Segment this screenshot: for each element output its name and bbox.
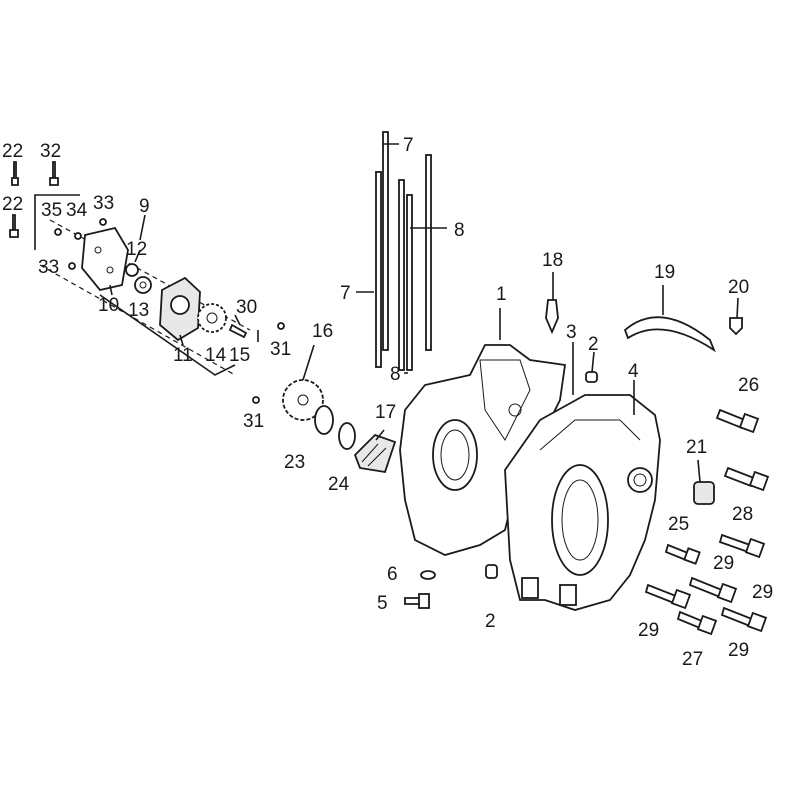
callout-31-upper: 31 [270,339,291,360]
bolt-22-upper [11,161,19,186]
bolt-29-d [720,606,754,628]
callout-20: 20 [728,277,749,298]
callout-16: 16 [312,321,333,342]
callout-1: 1 [496,284,507,305]
callout-7-upper: 7 [403,135,414,156]
callout-15: 15 [229,345,250,366]
stud-bolts [375,131,432,371]
callout-18: 18 [542,250,563,271]
sensor-18 [545,299,559,335]
stud-8-center [398,179,405,371]
callout-2-lower: 2 [485,611,496,632]
callout-29-d: 29 [728,640,749,661]
callout-4: 4 [628,361,639,382]
bolt-5 [404,597,421,605]
callout-11: 11 [173,345,193,366]
oil-seal-23 [314,405,334,435]
pump-rotor [134,276,152,294]
sprocket-and-seals [282,379,397,474]
bolt-15 [228,323,248,339]
stud-mid [406,194,413,371]
callout-12: 12 [126,239,147,260]
callout-10: 10 [98,295,119,316]
callout-23: 23 [284,452,305,473]
callout-22-lower: 22 [2,194,23,215]
clip-20 [729,317,743,336]
dowel-2-lower [485,564,498,579]
callout-labels: 1 2 2 3 4 5 6 7 7 8 8 9 10 11 12 13 14 1… [2,135,773,670]
callout-8-right: 8 [454,220,465,241]
pin-33-lower [68,262,76,270]
callout-14: 14 [205,345,227,366]
bolt-29-b [688,576,724,599]
stud-7-short [375,171,382,368]
callout-27: 27 [682,649,703,670]
pin-31-upper [277,322,285,330]
callout-19: 19 [654,262,675,283]
callout-21: 21 [686,437,707,458]
pin-35 [54,228,62,236]
bolt-32 [49,161,59,186]
leader-lines [13,143,739,483]
washer-12 [125,263,139,277]
pump-sprocket [197,303,227,333]
callout-26: 26 [738,375,759,396]
callout-6: 6 [387,564,398,585]
right-side-parts [404,299,770,636]
washer-6 [420,570,436,580]
callout-13: 13 [128,300,149,321]
oil-seal-24 [338,422,356,450]
callout-32: 32 [40,141,61,162]
callout-34: 34 [66,200,88,221]
pin-31-lower [252,396,260,404]
callout-30: 30 [236,297,257,318]
callout-3: 3 [566,322,577,343]
pin-34 [74,232,82,240]
breather-hose-19 [623,316,716,353]
callout-2-upper: 2 [588,334,599,355]
callout-29-b: 29 [752,582,773,603]
pump-cover-plate [81,226,129,292]
crankcase [399,344,661,611]
stud-8-right [425,154,432,351]
callout-9: 9 [139,196,150,217]
callout-31-lower: 31 [243,411,264,432]
bolt-28 [723,466,756,488]
callout-28: 28 [732,504,753,525]
bolt-22-lower [9,214,19,238]
bolt-29-a [718,533,752,554]
bearing-21 [693,481,715,505]
callout-33-lower: 33 [38,257,59,278]
callout-7-lower: 7 [340,283,351,304]
callout-17: 17 [375,402,396,423]
callout-22-upper: 22 [2,141,23,162]
callout-33-upper: 33 [93,193,114,214]
callout-25: 25 [668,514,689,535]
callout-5: 5 [377,593,388,614]
callout-29-c: 29 [638,620,659,641]
callout-29-a: 29 [713,553,734,574]
pin-33-upper [99,218,107,226]
oil-pump-group [9,161,285,404]
dowel-2-upper [585,371,598,383]
stud-7-long [382,131,389,351]
oil-strainer-17 [353,433,397,474]
callout-24: 24 [328,474,350,495]
bolt-29-c [644,583,678,605]
callout-8-lower: 8 [390,364,401,385]
callout-35: 35 [41,200,62,221]
